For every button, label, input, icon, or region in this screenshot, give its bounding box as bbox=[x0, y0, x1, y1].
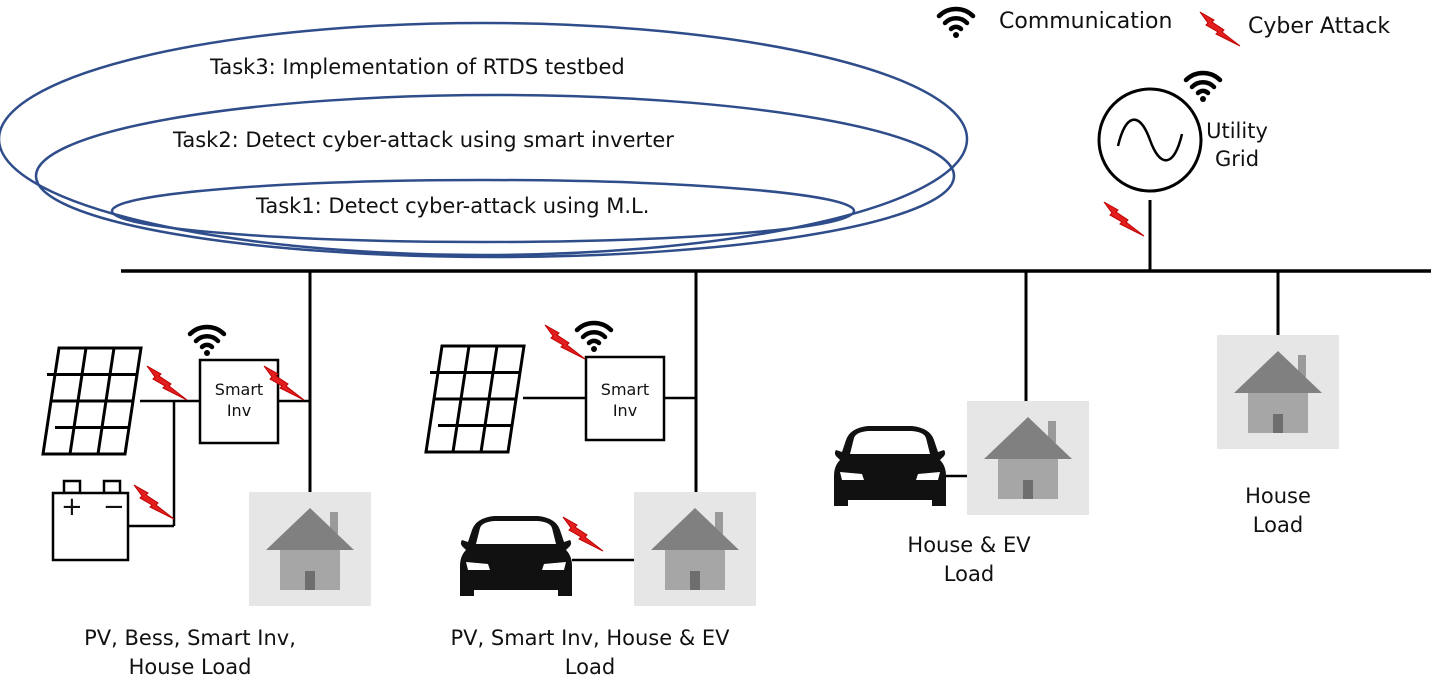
lightning-bolt-icon bbox=[1199, 11, 1241, 47]
wifi-icon bbox=[190, 327, 224, 356]
task2-ellipse bbox=[34, 93, 956, 259]
house-icon bbox=[249, 492, 371, 606]
house-icon bbox=[967, 401, 1089, 515]
node-label-house: House Load bbox=[1245, 484, 1311, 537]
lightning-bolt-icon bbox=[1103, 201, 1145, 237]
lightning-bolt-icon bbox=[133, 484, 175, 520]
wifi-icon bbox=[577, 323, 611, 352]
utility-grid-label: Utility Grid bbox=[1206, 119, 1268, 171]
smart-inverter-label: Smart Inv bbox=[600, 380, 650, 420]
car-icon bbox=[460, 516, 572, 596]
solar-panel-icon bbox=[41, 346, 143, 456]
legend-communication-label: Communication bbox=[999, 9, 1173, 34]
task1-label: Task1: Detect cyber-attack using M.L. bbox=[256, 194, 650, 218]
battery-minus-sign: − bbox=[103, 492, 125, 522]
smart-inverter-box bbox=[198, 358, 280, 445]
smart-inverter-label: Smart Inv bbox=[214, 380, 264, 420]
house-icon bbox=[1217, 335, 1339, 449]
node-label-pv-bess: PV, Bess, Smart Inv, House Load bbox=[84, 626, 296, 679]
node-label-house-ev: House & EV Load bbox=[907, 533, 1031, 586]
smart-inverter-box bbox=[584, 355, 666, 442]
car-icon bbox=[834, 426, 946, 506]
battery-icon bbox=[51, 479, 130, 562]
lightning-bolt-icon bbox=[146, 365, 188, 401]
legend-attack-label: Cyber Attack bbox=[1248, 14, 1391, 39]
sine-wave-icon bbox=[1116, 118, 1184, 162]
task2-label: Task2: Detect cyber-attack using smart i… bbox=[173, 128, 674, 152]
wifi-icon bbox=[939, 9, 973, 38]
house-icon bbox=[634, 492, 756, 606]
task1-ellipse bbox=[110, 178, 856, 244]
node-label-pv-ev: PV, Smart Inv, House & EV Load bbox=[450, 626, 730, 679]
task3-label: Task3: Implementation of RTDS testbed bbox=[210, 55, 625, 79]
battery-plus-sign: + bbox=[61, 492, 83, 522]
task3-ellipse bbox=[0, 21, 969, 257]
wifi-icon bbox=[1186, 73, 1220, 102]
solar-panel-icon bbox=[424, 344, 526, 454]
